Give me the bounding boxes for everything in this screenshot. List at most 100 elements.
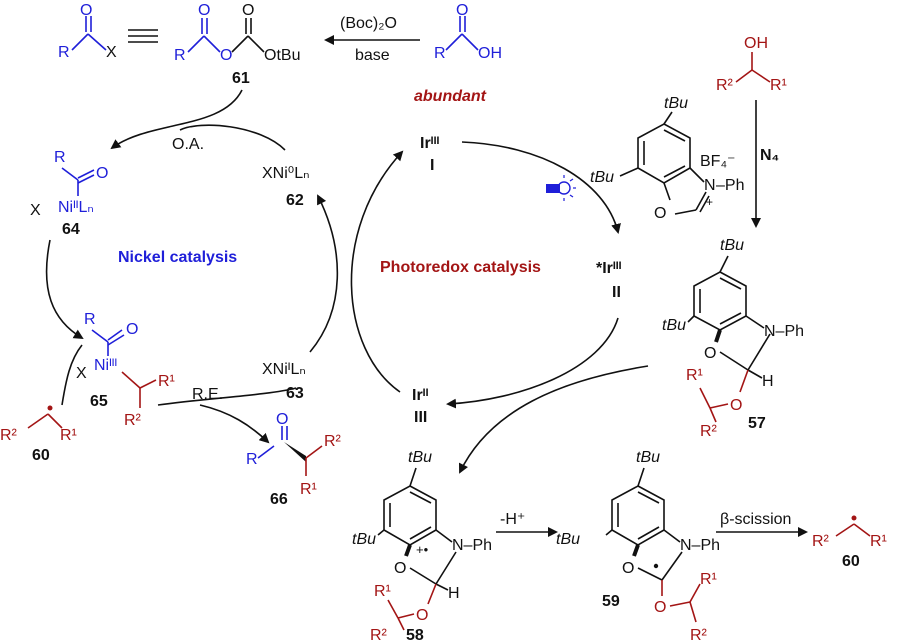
c57-R2: R²: [700, 423, 718, 440]
nhc-N: N: [704, 177, 716, 194]
c57-tbu-left: tBu: [662, 317, 686, 334]
ni3-X: X: [76, 365, 87, 382]
radical-60-right: R² R¹ 60: [812, 515, 887, 570]
c57-O: O: [704, 345, 716, 362]
ni1-species: XNiᴵLₙ: [262, 361, 306, 378]
oa-arrow-return: [179, 124, 286, 151]
alcohol-substrate: OH R² R¹: [716, 35, 787, 94]
nhc-plus: +: [706, 195, 713, 209]
ni2-X: X: [30, 202, 41, 219]
re-line: [157, 387, 297, 406]
c57-H: H: [762, 373, 774, 390]
rad60-R2: R²: [812, 533, 830, 550]
oa-arrow: [110, 89, 243, 150]
compound-57: tBu tBu O N–Ph H O R¹ R² 57: [662, 237, 804, 440]
reagent-boc2o: (Boc)₂O: [340, 15, 397, 32]
c58-H: H: [448, 585, 460, 602]
c59-O: O: [622, 560, 634, 577]
arrow-I-II: [461, 141, 621, 234]
beta-scission-label: β-scission: [720, 511, 791, 528]
alcohol-R2: R²: [716, 77, 734, 94]
benzoxazolium-salt: tBu tBu O N –Ph + BF₄⁻: [590, 95, 744, 222]
nhc-O: O: [654, 205, 666, 222]
c59-tbu-left: tBu: [556, 531, 580, 548]
c59-N: N–Ph: [680, 537, 720, 554]
ester-O3: O: [242, 2, 254, 19]
blue-light-icon: [546, 175, 576, 201]
prod-R2: R²: [324, 433, 342, 450]
radical-entry: [61, 344, 83, 406]
arrow-III-I: [350, 150, 404, 393]
ir3x-label: II: [612, 284, 621, 301]
c58-N: N–Ph: [452, 537, 492, 554]
ni2-R: R: [54, 149, 66, 166]
ni3-R2: R²: [124, 412, 142, 429]
ni2-O: O: [96, 165, 108, 182]
rad-R1: R¹: [60, 427, 77, 444]
compound-59: tBu tBu O N–Ph O R¹ R² 59: [556, 449, 720, 643]
arrow-64-65: [45, 239, 84, 340]
compound-60-label-right: 60: [842, 553, 860, 570]
nhc-tbu-top: tBu: [664, 95, 688, 112]
c58-O2: O: [416, 607, 428, 624]
c58-R1: R¹: [374, 583, 391, 600]
compound-62-label: 62: [286, 192, 304, 209]
ni2-complex-64: R O X NiᴵᴵLₙ 64: [30, 149, 108, 238]
ni2-label-text: NiᴵᴵLₙ: [58, 199, 94, 216]
acyl-X: X: [106, 44, 117, 61]
oa-label: O.A.: [172, 136, 204, 153]
ni3-O: O: [126, 321, 138, 338]
nhc-tbu-left: tBu: [590, 169, 614, 186]
acyl-R: R: [58, 44, 70, 61]
ester-OtBu: OtBu: [264, 47, 300, 64]
radical-60-left: R² R¹ 60: [0, 405, 77, 464]
acid-R: R: [434, 45, 446, 62]
acyl-O: O: [80, 2, 92, 19]
reagent-base: base: [355, 47, 390, 64]
compound-57-label: 57: [748, 415, 766, 432]
rad60-R1: R¹: [870, 533, 887, 550]
re-arrow-to-66: [199, 404, 270, 444]
ni3-R1: R¹: [158, 373, 175, 390]
ir3x-species: *Irᴵᴵᴵ: [596, 260, 622, 277]
c57-O2: O: [730, 397, 742, 414]
ni0-species: XNi⁰Lₙ: [262, 165, 309, 182]
ir2-species: Irᴵᴵ: [412, 387, 429, 404]
nhc-Ph: –Ph: [716, 177, 744, 194]
c59-tbu-top: tBu: [636, 449, 660, 466]
prod-O: O: [276, 411, 288, 428]
compound-59-label: 59: [602, 593, 620, 610]
nickel-catalysis-title: Nickel catalysis: [118, 249, 237, 266]
arrow-II-III: [446, 317, 619, 409]
c58-tbu-left: tBu: [352, 531, 376, 548]
anhydride-61: O R O O OtBu 61: [174, 2, 300, 87]
re-label: R.E.: [192, 386, 223, 403]
compound-64-label: 64: [62, 221, 80, 238]
c59-O2: O: [654, 599, 666, 616]
arrow-57-58: [458, 365, 649, 474]
ester-O2: O: [220, 47, 232, 64]
c57-tbu-top: tBu: [720, 237, 744, 254]
c58-radical-cation: +•: [416, 542, 429, 557]
ketone-66: O R R² R¹ 66: [246, 411, 342, 508]
photoredox-title: Photoredox catalysis: [380, 259, 541, 276]
compound-65-label: 65: [90, 393, 108, 410]
nhc-BF4: BF₄⁻: [700, 153, 735, 170]
compound-58-label: 58: [406, 627, 424, 643]
compound-61-label: 61: [232, 70, 250, 87]
abundant-label: abundant: [414, 88, 487, 105]
acyl-equivalent: O R X: [58, 2, 158, 61]
ni3-R: R: [84, 311, 96, 328]
ester-O1: O: [198, 2, 210, 19]
compound-58: tBu tBu O +• N–Ph H O R¹ R² 58: [352, 449, 492, 643]
prod-R: R: [246, 451, 258, 468]
rad-R2: R²: [0, 427, 18, 444]
prod-R1: R¹: [300, 481, 317, 498]
c59-R1: R¹: [700, 571, 717, 588]
c57-R1: R¹: [686, 367, 703, 384]
compound-66-label: 66: [270, 491, 288, 508]
ester-R: R: [174, 47, 186, 64]
ir2-label: III: [414, 409, 427, 426]
compound-60-label-left: 60: [32, 447, 50, 464]
